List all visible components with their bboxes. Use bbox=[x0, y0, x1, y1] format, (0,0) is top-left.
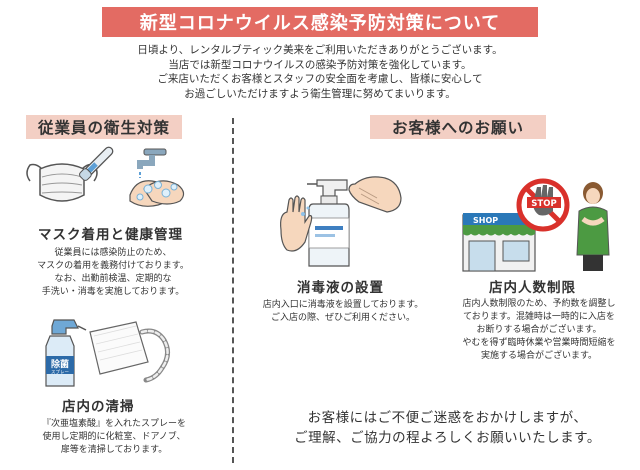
section-divider bbox=[232, 118, 234, 463]
staff-section-header: 従業員の衛生対策 bbox=[26, 115, 182, 139]
cleaning-line: 『次亜塩素酸』を入れたスプレーを bbox=[41, 419, 186, 429]
limit-line: やむを得ず臨時休業や営業時間短縮を bbox=[462, 338, 616, 348]
sanitizer-icon bbox=[280, 176, 402, 267]
cleaning-description: 『次亜塩素酸』を入れたスプレーを 使用し定期的に化粧室、ドアノブ、 扉等を清掃し… bbox=[28, 418, 200, 457]
closing-line: ご理解、ご協力の程よろしくお願いいたします。 bbox=[294, 430, 601, 446]
sanitizer-description: 店内入口に消毒液を設置しております。 ご入店の際、ぜひご利用ください。 bbox=[253, 299, 433, 325]
spray-sublabel: スプレー bbox=[51, 370, 69, 376]
spray-bottle-icon: 除菌 スプレー bbox=[45, 319, 87, 387]
intro-text: 日頃より、レンタルブティック美来をご利用いただきありがとうございます。 当店では… bbox=[0, 43, 640, 101]
sanitizer-title: 消毒液の設置 bbox=[297, 280, 384, 296]
intro-line: 当店では新型コロナウイルスの感染予防対策を強化しています。 bbox=[168, 58, 472, 71]
intro-line: 日頃より、レンタルブティック美来をご利用いただきありがとうございます。 bbox=[137, 44, 503, 56]
mask-line: マスクの着用を義務付けております。 bbox=[37, 261, 189, 271]
limit-line: 実施する場合がございます。 bbox=[480, 351, 598, 361]
intro-line: ご来店いただくお客様とスタッフの安全面を考慮し、皆様に安心して bbox=[157, 73, 483, 85]
thermometer-icon bbox=[79, 146, 114, 181]
cleaning-cloth-icon bbox=[89, 321, 170, 383]
intro-line: お過ごしいただけますよう衛生管理に努めてまいります。 bbox=[184, 87, 456, 100]
mask-icon bbox=[26, 163, 98, 202]
limit-line: ております。混雑時は一時的に入店を bbox=[463, 312, 615, 322]
customer-section-header: お客様へのお願い bbox=[370, 115, 546, 139]
closing-message: お客様にはご不便ご迷惑をおかけしますが、 ご理解、ご協力の程よろしくお願いいたし… bbox=[255, 408, 640, 448]
spray-label: 除菌 bbox=[51, 358, 69, 370]
sanitizer-line: 店内入口に消毒液を設置しております。 bbox=[262, 300, 424, 310]
limit-line: お断りする場合がございます。 bbox=[476, 325, 602, 335]
cleaning-line: 使用し定期的に化粧室、ドアノブ、 bbox=[42, 432, 186, 442]
limit-title: 店内人数制限 bbox=[489, 280, 576, 296]
limit-line: 店内人数制限のため、予約数を調整し bbox=[462, 299, 616, 309]
cleaning-title: 店内の清掃 bbox=[62, 399, 135, 415]
sanitizer-line: ご入店の際、ぜひご利用ください。 bbox=[270, 313, 415, 323]
page-title: 新型コロナウイルス感染予防対策について bbox=[102, 7, 538, 37]
shop-limit-icon: SHOP STOP bbox=[462, 178, 610, 272]
limit-description: 店内人数制限のため、予約数を調整し ております。混雑時は一時的に入店を お断りす… bbox=[446, 298, 632, 363]
mask-line: 手洗い・消毒を実施しております。 bbox=[41, 287, 185, 297]
shop-sign-text: SHOP bbox=[473, 216, 498, 225]
handwash-icon bbox=[129, 148, 185, 207]
mask-line: 従業員には感染防止のため、 bbox=[54, 248, 172, 258]
closing-line: お客様にはご不便ご迷惑をおかけしますが、 bbox=[307, 410, 588, 426]
stop-sign-text: STOP bbox=[531, 199, 556, 209]
mask-description: 従業員には感染防止のため、 マスクの着用を義務付けております。 なお、出勤前検温… bbox=[28, 247, 198, 299]
mask-title: マスク着用と健康管理 bbox=[38, 227, 183, 243]
cleaning-line: 扉等を清掃しております。 bbox=[60, 445, 168, 455]
mask-line: なお、出勤前検温、定期的な bbox=[54, 274, 172, 284]
